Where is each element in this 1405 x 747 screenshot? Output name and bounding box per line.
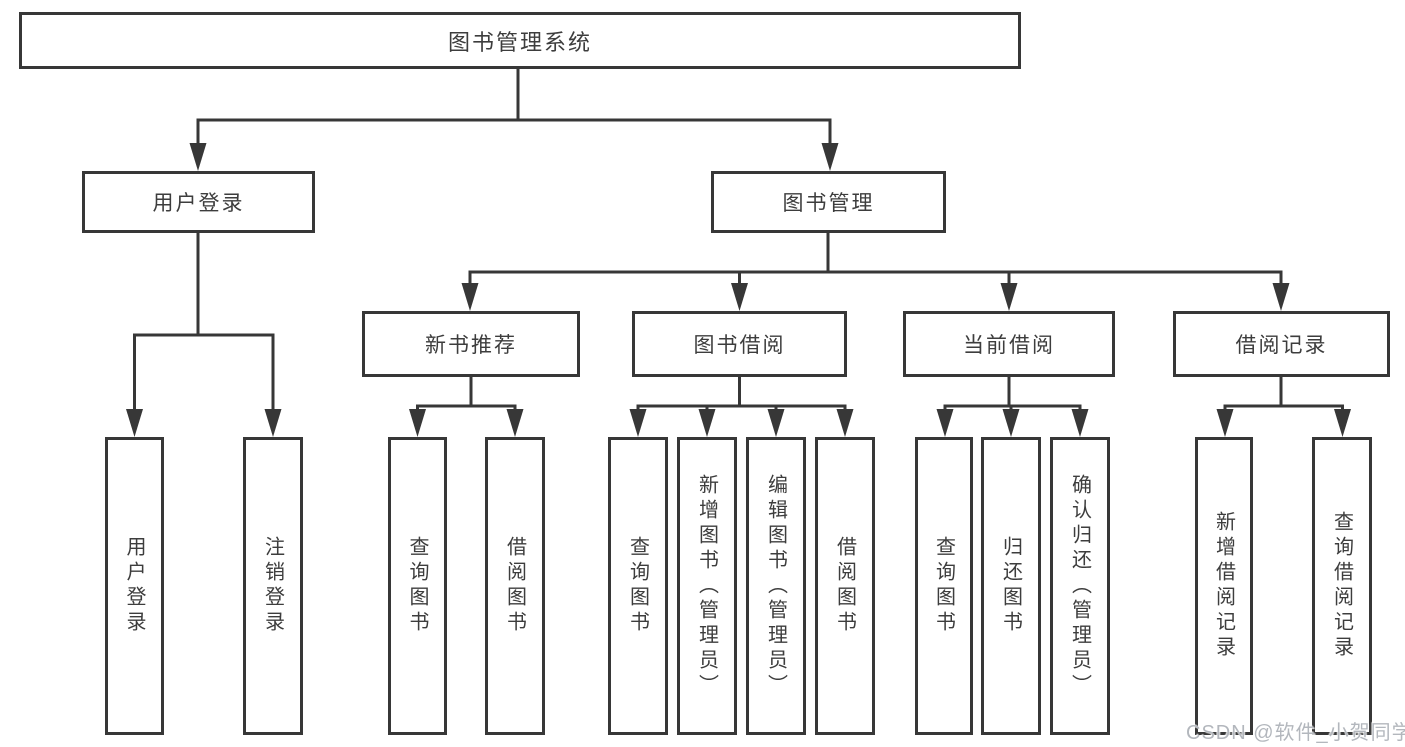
node-query-books-leaf: 查询图书 — [915, 437, 973, 735]
node-add-books-admin-leaf: 新增图书（管理员） — [677, 437, 737, 735]
node-query-books-leaf: 查询图书 — [388, 437, 447, 735]
csdn-watermark: CSDN @软件_小贺同学 — [1186, 722, 1405, 744]
node-borrow-books-leaf: 借阅图书 — [485, 437, 545, 735]
node-edit-books-admin-leaf: 编辑图书（管理员） — [746, 437, 806, 735]
node-book-management: 图书管理 — [711, 171, 946, 233]
node-library-management-system: 图书管理系统 — [19, 12, 1021, 69]
node-query-borrow-record-leaf: 查询借阅记录 — [1312, 437, 1372, 735]
node-user-login: 用户登录 — [82, 171, 315, 233]
node-confirm-return-admin-leaf: 确认归还（管理员） — [1050, 437, 1110, 735]
node-return-books-leaf: 归还图书 — [981, 437, 1041, 735]
node-borrowing-records: 借阅记录 — [1173, 311, 1390, 377]
node-new-book-recommend: 新书推荐 — [362, 311, 580, 377]
node-logout-leaf: 注销登录 — [243, 437, 303, 735]
node-add-borrow-record-leaf: 新增借阅记录 — [1195, 437, 1253, 735]
node-book-borrowing: 图书借阅 — [632, 311, 847, 377]
arrowhead-icons — [126, 143, 1351, 437]
node-borrow-books-leaf: 借阅图书 — [815, 437, 875, 735]
node-query-books-leaf: 查询图书 — [608, 437, 668, 735]
node-user-login-leaf: 用户登录 — [105, 437, 164, 735]
node-current-borrowing: 当前借阅 — [903, 311, 1115, 377]
